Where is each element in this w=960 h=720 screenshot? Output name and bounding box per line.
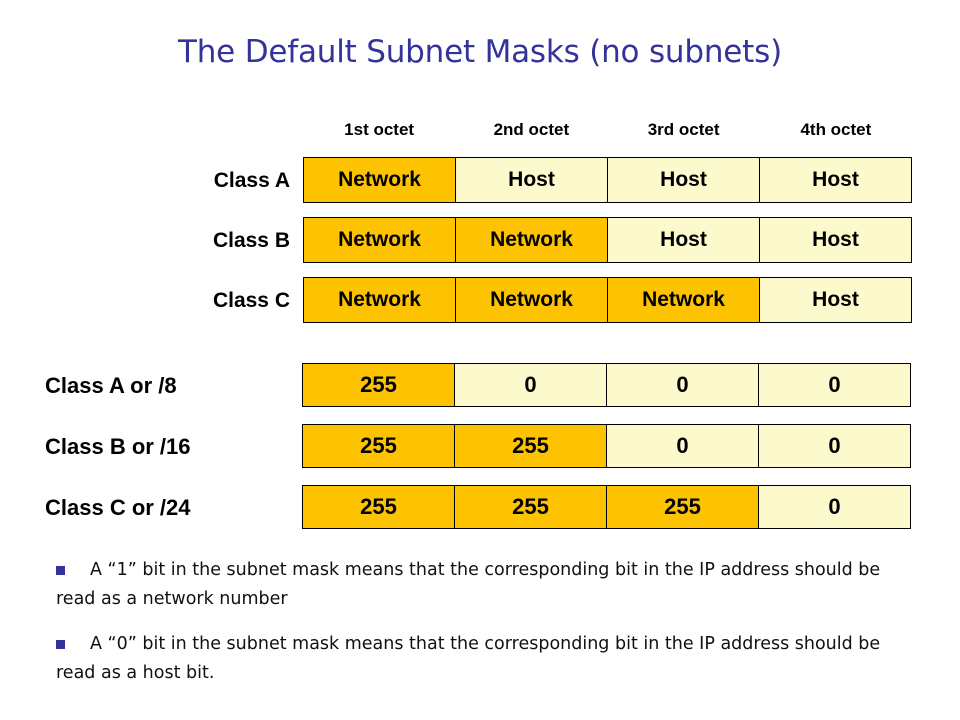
- octet-header-1: 1st octet: [344, 120, 415, 139]
- bullet-text-1: A “1” bit in the subnet mask means that …: [56, 560, 881, 609]
- class-c-octet-2: Network: [456, 278, 608, 322]
- class-a-label: Class A: [213, 169, 290, 192]
- octet-header-row: 1st octet 2nd octet 3rd octet 4th octet: [303, 120, 912, 140]
- square-bullet-icon: [56, 640, 65, 649]
- class-a-row: Network Host Host Host: [303, 157, 912, 203]
- mask-a-octet-1: 255: [303, 364, 455, 406]
- class-a-octet-1: Network: [304, 158, 456, 202]
- mask-a-octet-2: 0: [455, 364, 607, 406]
- mask-b-octet-3: 0: [607, 425, 759, 467]
- mask-b-octet-4: 0: [759, 425, 910, 467]
- square-bullet-icon: [56, 566, 65, 575]
- mask-b-octet-1: 255: [303, 425, 455, 467]
- class-b-octet-3: Host: [608, 218, 760, 262]
- class-c-octet-4: Host: [760, 278, 911, 322]
- class-a-octet-3: Host: [608, 158, 760, 202]
- mask-class-b-label: Class B or /16: [45, 434, 191, 459]
- class-c-row: Network Network Network Host: [303, 277, 912, 323]
- class-b-row: Network Network Host Host: [303, 217, 912, 263]
- mask-class-a-label: Class A or /8: [45, 373, 177, 398]
- mask-a-octet-3: 0: [607, 364, 759, 406]
- page-title: The Default Subnet Masks (no subnets): [178, 34, 782, 70]
- class-c-octet-1: Network: [304, 278, 456, 322]
- bullet-item-1: A “1” bit in the subnet mask means that …: [56, 556, 896, 614]
- mask-c-octet-2: 255: [455, 486, 607, 528]
- octet-header-3: 3rd octet: [647, 120, 720, 139]
- mask-class-b-row: 255 255 0 0: [302, 424, 911, 468]
- class-a-octet-2: Host: [456, 158, 608, 202]
- mask-c-octet-1: 255: [303, 486, 455, 528]
- class-b-octet-4: Host: [760, 218, 911, 262]
- octet-header-4: 4th octet: [800, 120, 872, 139]
- octet-header-2: 2nd octet: [493, 120, 570, 139]
- class-a-octet-4: Host: [760, 158, 911, 202]
- mask-c-octet-4: 0: [759, 486, 910, 528]
- class-b-octet-2: Network: [456, 218, 608, 262]
- class-b-label: Class B: [212, 229, 290, 252]
- bullet-list: A “1” bit in the subnet mask means that …: [56, 556, 896, 704]
- class-c-label: Class C: [212, 289, 290, 312]
- class-b-octet-1: Network: [304, 218, 456, 262]
- mask-c-octet-3: 255: [607, 486, 759, 528]
- class-c-octet-3: Network: [608, 278, 760, 322]
- mask-class-c-row: 255 255 255 0: [302, 485, 911, 529]
- bullet-text-2: A “0” bit in the subnet mask means that …: [56, 634, 881, 683]
- mask-class-a-row: 255 0 0 0: [302, 363, 911, 407]
- mask-a-octet-4: 0: [759, 364, 910, 406]
- bullet-item-2: A “0” bit in the subnet mask means that …: [56, 630, 896, 688]
- mask-b-octet-2: 255: [455, 425, 607, 467]
- mask-class-c-label: Class C or /24: [45, 495, 191, 520]
